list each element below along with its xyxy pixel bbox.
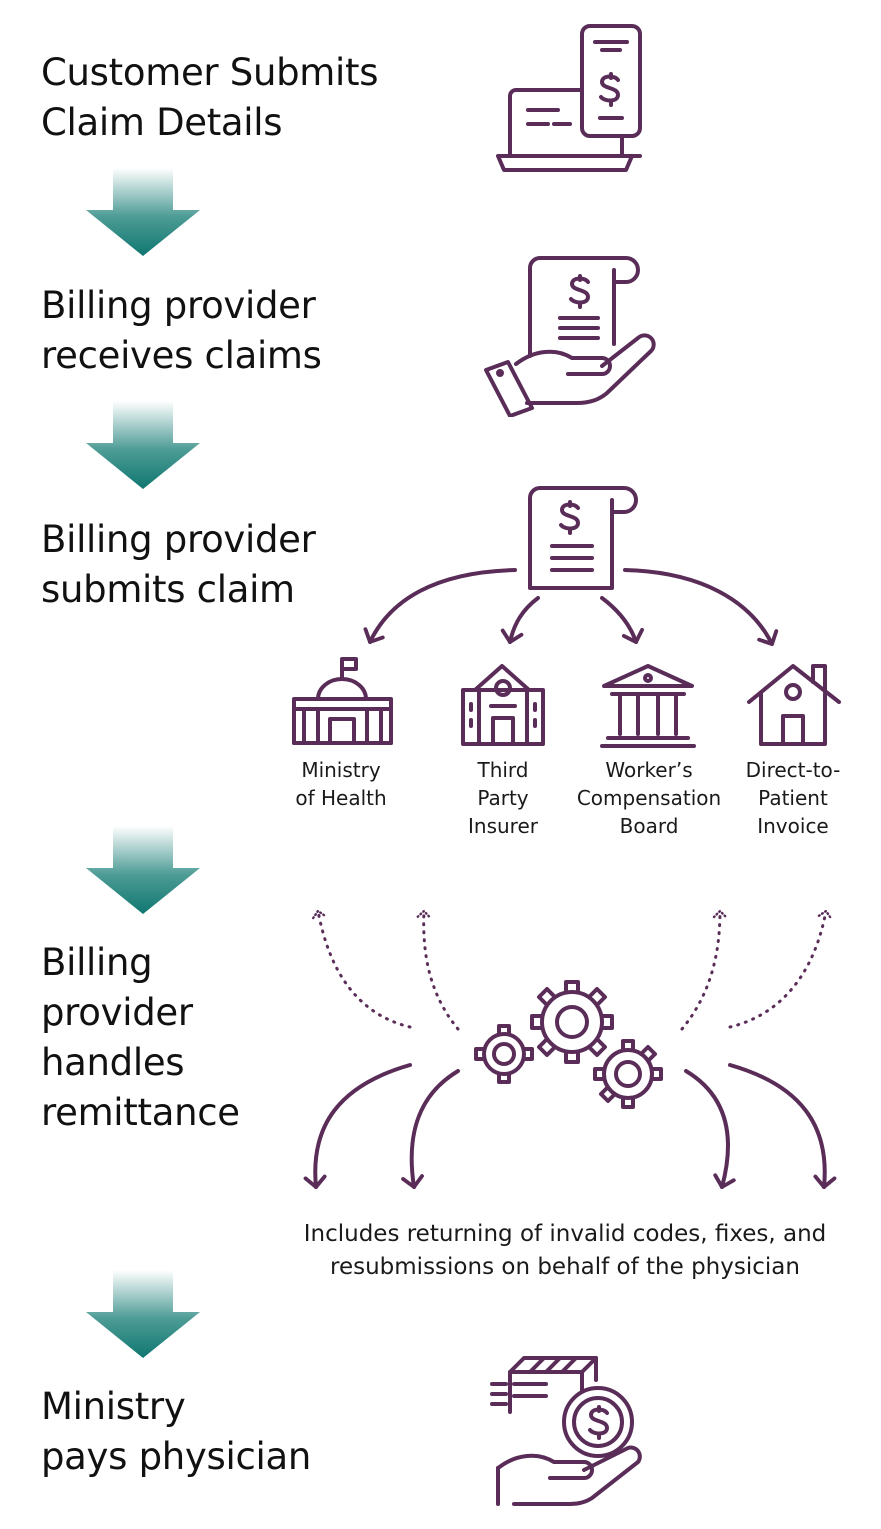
bank-icon	[600, 664, 696, 748]
payer-3-line-3: Board	[619, 814, 679, 838]
payer-label-patient: Direct-to- Patient Invoice	[726, 756, 860, 840]
step-5-line-2: pays physician	[41, 1435, 312, 1478]
down-arrow-1	[86, 168, 200, 256]
payer-4-line-3: Invoice	[757, 814, 829, 838]
step-4-line-1: Billing	[41, 941, 153, 984]
payer-label-wcb: Worker’s Compensation Board	[568, 756, 730, 840]
down-arrow-2	[86, 401, 200, 489]
house-icon	[747, 664, 841, 746]
payer-label-ministry: Ministry of Health	[270, 756, 412, 812]
remittance-note: Includes returning of invalid codes, fix…	[270, 1218, 860, 1284]
receipt-icon	[528, 486, 638, 590]
step-4-line-3: handles	[41, 1041, 185, 1084]
step-1-line-2: Claim Details	[41, 101, 283, 144]
step-4-line-2: provider	[41, 991, 193, 1034]
payer-1-line-1: Ministry	[301, 758, 381, 782]
laptop-phone-dollar-icon	[496, 24, 642, 172]
payer-2-line-2: Party	[477, 786, 529, 810]
office-building-icon	[461, 664, 545, 746]
remittance-note-line-1: Includes returning of invalid codes, fix…	[303, 1221, 827, 1247]
step-2-line-1: Billing provider	[41, 284, 316, 327]
step-5-line-1: Ministry	[41, 1385, 186, 1428]
down-arrow-3	[86, 826, 200, 914]
remittance-note-line-2: resubmissions on behalf of the physician	[330, 1254, 800, 1280]
step-4-title: Billing provider handles remittance	[41, 938, 240, 1138]
hand-receipt-icon	[484, 256, 656, 417]
step-2-line-2: receives claims	[41, 334, 322, 377]
down-arrow-4	[86, 1270, 200, 1358]
gears-icon	[474, 980, 663, 1109]
step-1-title: Customer Submits Claim Details	[41, 48, 379, 148]
payer-1-line-2: of Health	[295, 786, 387, 810]
step-3-line-2: submits claim	[41, 568, 295, 611]
step-2-title: Billing provider receives claims	[41, 281, 322, 381]
step-3-title: Billing provider submits claim	[41, 515, 316, 615]
payer-2-line-1: Third	[477, 758, 529, 782]
hand-money-icon	[490, 1356, 642, 1506]
step-1-line-1: Customer Submits	[41, 51, 379, 94]
step-3-line-1: Billing provider	[41, 518, 316, 561]
step-5-title: Ministry pays physician	[41, 1382, 311, 1482]
government-building-icon	[292, 657, 393, 745]
payer-3-line-1: Worker’s	[605, 758, 693, 782]
remittance-arrows	[303, 895, 860, 1189]
distribution-arrows	[363, 568, 779, 646]
payer-4-line-2: Patient	[758, 786, 828, 810]
payer-3-line-2: Compensation	[576, 786, 722, 810]
payer-2-line-3: Insurer	[468, 814, 538, 838]
payer-label-insurer: Third Party Insurer	[433, 756, 573, 840]
payer-4-line-1: Direct-to-	[745, 758, 841, 782]
step-4-line-4: remittance	[41, 1091, 240, 1134]
